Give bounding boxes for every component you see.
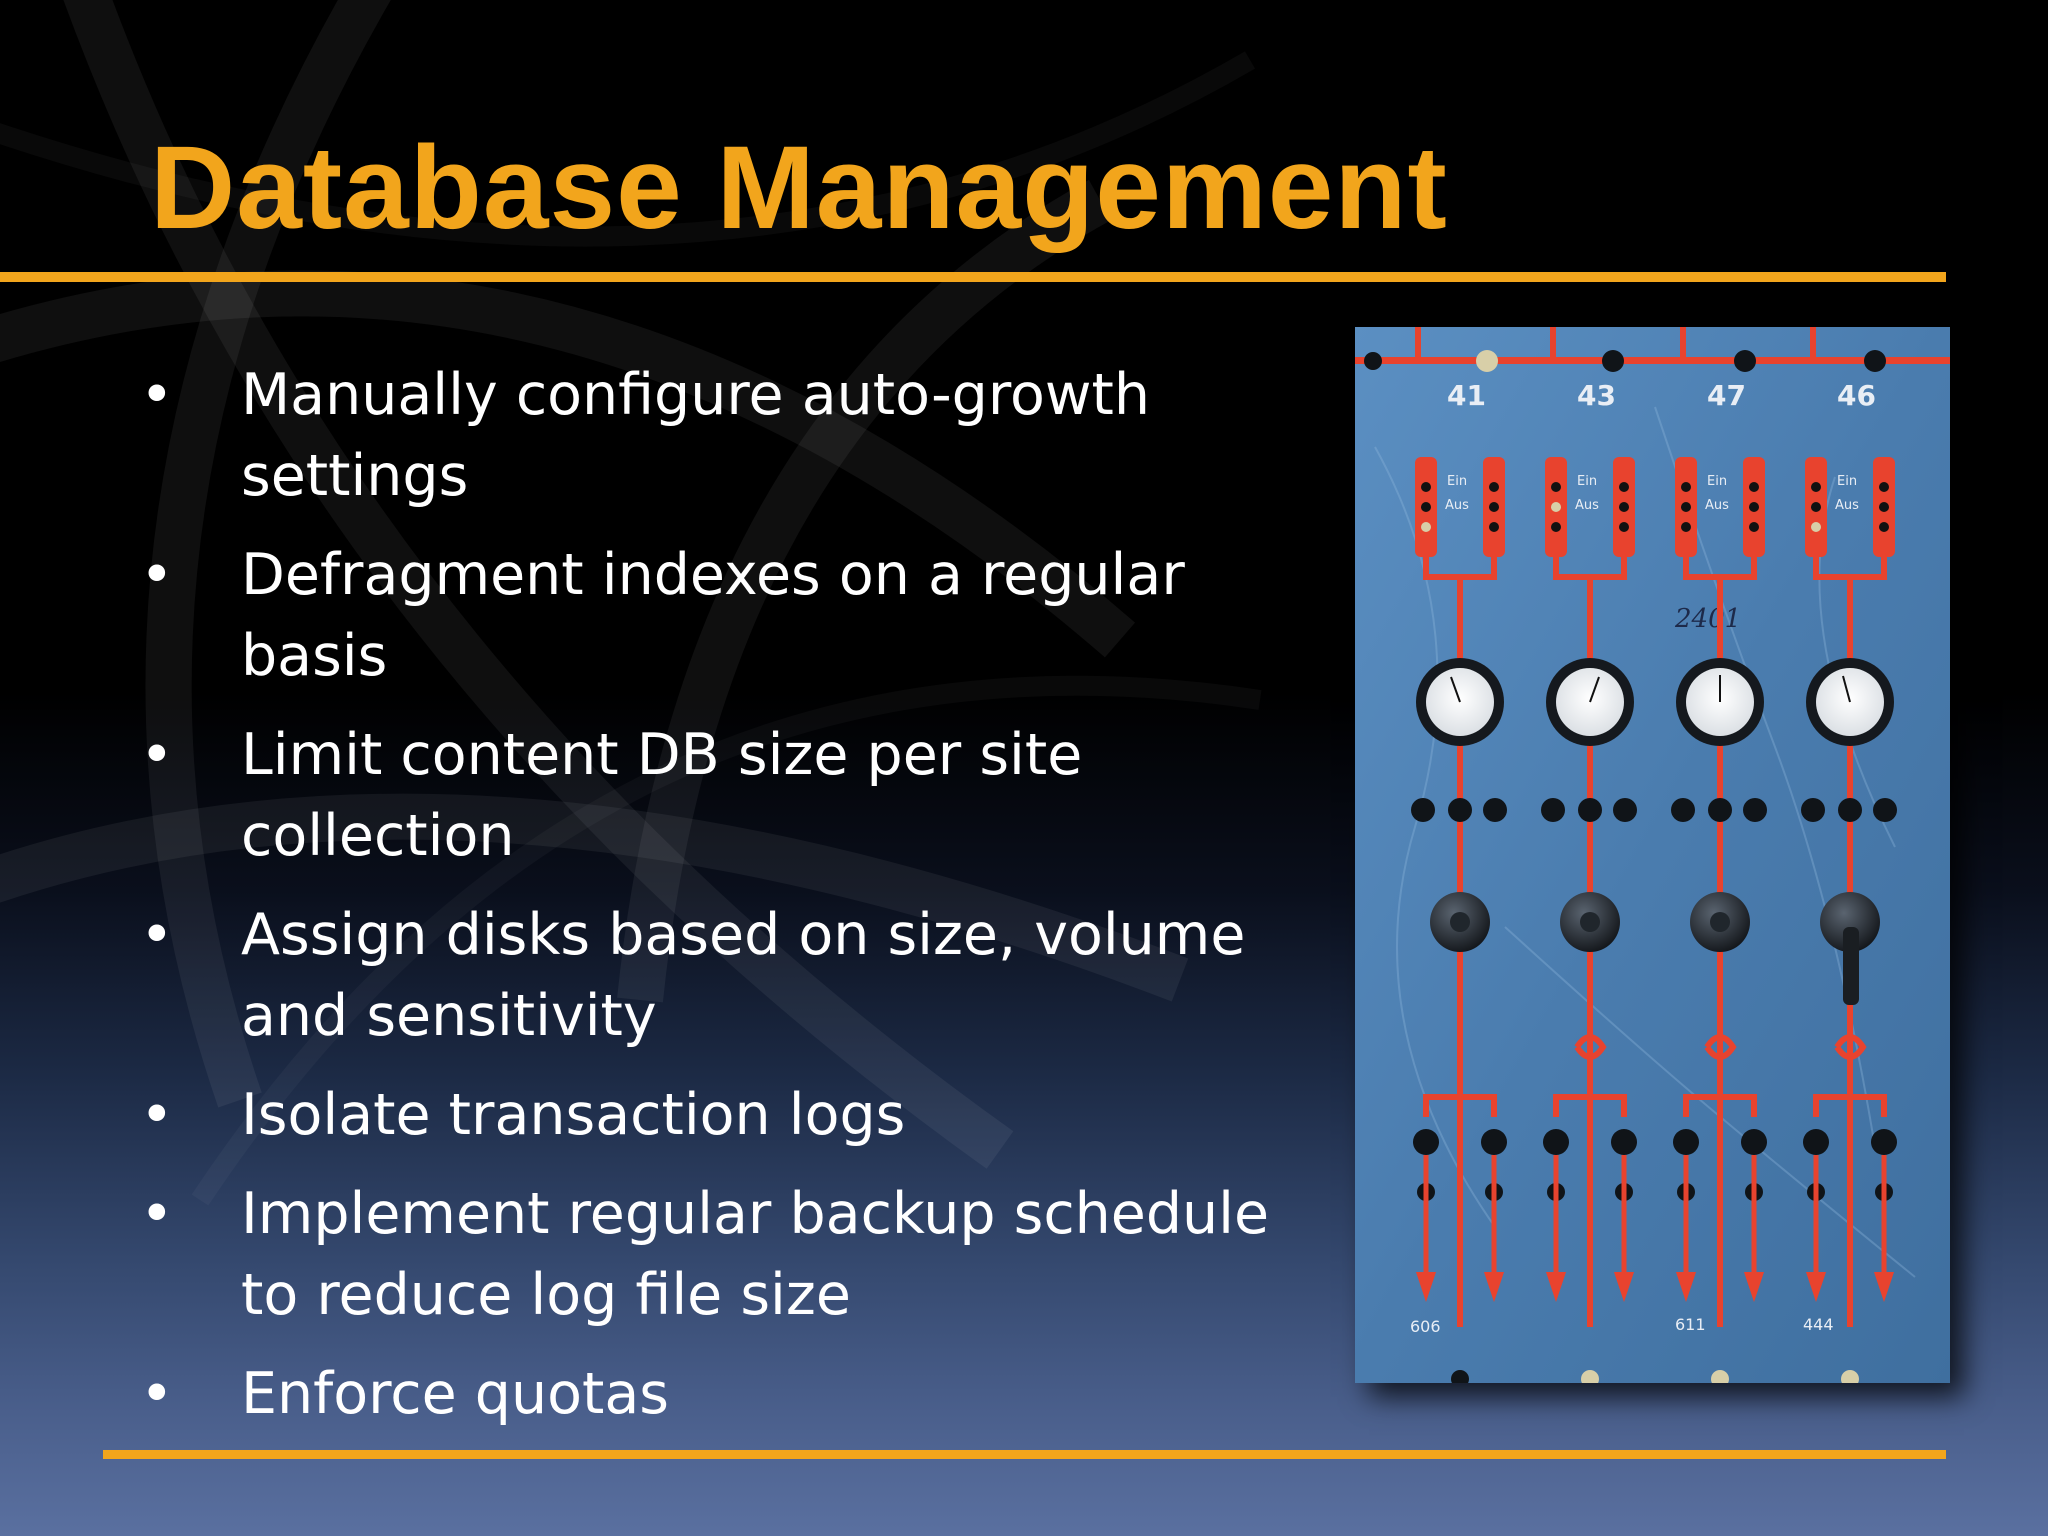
bullet-item: • Enforce quotas xyxy=(140,1354,1290,1435)
bullet-marker: • xyxy=(140,1181,174,1247)
bullet-text: Limit content DB size per site collectio… xyxy=(241,722,1083,869)
switch-off-label: Aus xyxy=(1445,498,1469,513)
footer-rule xyxy=(103,1450,1946,1459)
bullet-item: • Defragment indexes on a regular basis xyxy=(140,535,1290,697)
title-underline-rule xyxy=(0,272,1946,282)
bullet-marker: • xyxy=(140,1361,174,1427)
bullet-item: • Limit content DB size per site collect… xyxy=(140,715,1290,877)
panel-column: Ein Aus xyxy=(1411,457,1507,1327)
bullet-text: Defragment indexes on a regular basis xyxy=(241,542,1185,689)
panel-background xyxy=(1355,327,1950,1383)
switch-on-label: Ein xyxy=(1577,474,1597,489)
panel-number: 43 xyxy=(1577,379,1616,412)
bullet-item: • Assign disks based on size, volume and… xyxy=(140,895,1290,1057)
circuit-number: 611 xyxy=(1675,1315,1706,1334)
panel-column: Ein Aus xyxy=(1541,457,1637,1327)
bullet-item: • Manually configure auto-growth setting… xyxy=(140,355,1290,517)
panel-number: 46 xyxy=(1837,379,1876,412)
bullet-list: • Manually configure auto-growth setting… xyxy=(140,355,1290,1453)
bullet-marker: • xyxy=(140,362,174,428)
panel-column: Ein Aus 2401 xyxy=(1671,457,1767,1327)
circuit-number: 444 xyxy=(1803,1315,1834,1334)
switch-panel-photo: 41 43 47 46 Ein Aus xyxy=(1355,327,1950,1383)
bullet-item: • Implement regular backup schedule to r… xyxy=(140,1174,1290,1336)
circuit-number: 606 xyxy=(1410,1317,1441,1336)
slide-title: Database Management xyxy=(150,122,1448,254)
handwritten-label: 2401 xyxy=(1674,604,1741,634)
bullet-item: • Isolate transaction logs xyxy=(140,1075,1290,1156)
panel-number: 41 xyxy=(1447,379,1486,412)
bullet-text: Isolate transaction logs xyxy=(241,1082,906,1148)
switch-on-label: Ein xyxy=(1707,474,1727,489)
switch-on-label: Ein xyxy=(1447,474,1467,489)
switch-off-label: Aus xyxy=(1705,498,1729,513)
bullet-text: Assign disks based on size, volume and s… xyxy=(241,902,1246,1049)
panel-number: 47 xyxy=(1707,379,1746,412)
bullet-text: Implement regular backup schedule to red… xyxy=(241,1181,1270,1328)
bullet-marker: • xyxy=(140,722,174,788)
panel-column: Ein Aus xyxy=(1801,457,1897,1327)
switch-off-label: Aus xyxy=(1835,498,1859,513)
bullet-marker: • xyxy=(140,1082,174,1148)
bullet-text: Manually configure auto-growth settings xyxy=(241,362,1150,509)
bullet-marker: • xyxy=(140,902,174,968)
bullet-text: Enforce quotas xyxy=(241,1361,669,1427)
switch-on-label: Ein xyxy=(1837,474,1857,489)
bullet-marker: • xyxy=(140,542,174,608)
switch-off-label: Aus xyxy=(1575,498,1599,513)
